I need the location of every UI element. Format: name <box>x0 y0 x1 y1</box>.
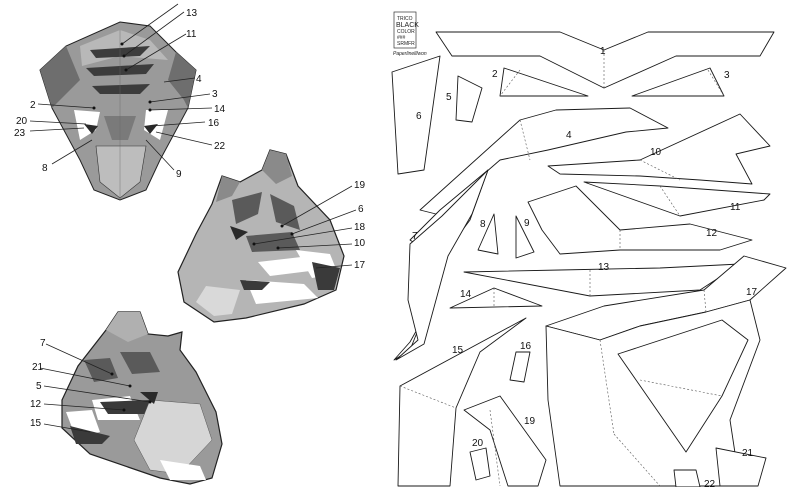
piece-label-12: 12 <box>706 228 718 239</box>
front-label-22: 22 <box>214 141 226 152</box>
front-label-20: 20 <box>16 116 28 127</box>
side-label-17: 17 <box>354 260 366 271</box>
front-label-8: 8 <box>42 163 48 174</box>
front-label-11: 11 <box>186 29 197 40</box>
piece-label-2: 2 <box>492 69 498 80</box>
piece-label-20: 20 <box>472 438 484 449</box>
color-sticker: TRICO BLACK COLOR ### SRMFR Paperlinelll… <box>393 11 427 57</box>
piece-label-4: 4 <box>566 130 572 141</box>
piece-label-22: 22 <box>704 479 716 487</box>
front-label-3: 3 <box>212 89 218 100</box>
front-view-label-group: 13 11 4 3 14 16 22 9 8 23 20 2 <box>14 8 226 180</box>
side-label-10: 10 <box>354 238 366 249</box>
piece-label-15: 15 <box>452 345 464 356</box>
tq-label-15: 15 <box>30 418 42 429</box>
piece-number-group: 1 2 3 5 6 4 10 11 7 8 9 12 13 14 17 15 1… <box>412 46 758 487</box>
tq-label-12: 12 <box>30 399 42 410</box>
side-label-6: 6 <box>358 204 364 215</box>
piece-label-6: 6 <box>416 111 422 122</box>
piece-label-16: 16 <box>520 341 532 352</box>
front-label-23: 23 <box>14 128 26 139</box>
three-quarter-label-group: 7 21 5 12 15 <box>30 338 46 429</box>
piece-label-17: 17 <box>746 287 758 298</box>
piece-label-14: 14 <box>460 289 472 300</box>
svg-text:TRICO: TRICO <box>397 16 413 22</box>
piece-label-10: 10 <box>650 147 662 158</box>
piece-label-21: 21 <box>742 448 754 459</box>
tiger-side-view <box>177 149 345 323</box>
side-label-18: 18 <box>354 222 366 233</box>
front-label-4: 4 <box>196 74 202 85</box>
piece-label-13: 13 <box>598 262 610 273</box>
side-view-label-group: 19 6 18 10 17 <box>354 180 366 271</box>
piece-label-3: 3 <box>724 70 730 81</box>
svg-text:###: ### <box>397 35 406 41</box>
piece-label-7: 7 <box>412 231 418 242</box>
tiger-front-view <box>39 21 197 201</box>
piece-label-1: 1 <box>600 46 606 57</box>
tq-label-21: 21 <box>32 362 44 373</box>
front-view-leaders <box>29 3 213 171</box>
side-view-leaders <box>252 185 357 269</box>
piece-label-5: 5 <box>446 92 452 103</box>
piece-label-11: 11 <box>730 202 741 213</box>
svg-text:SRMFR: SRMFR <box>397 41 415 47</box>
tiger-three-quarter-view <box>61 311 223 485</box>
front-label-14: 14 <box>214 104 226 115</box>
piece-label-19: 19 <box>524 416 536 427</box>
front-label-2: 2 <box>30 100 36 111</box>
svg-text:COLOR: COLOR <box>397 29 415 35</box>
front-label-16: 16 <box>208 118 220 129</box>
tq-label-5: 5 <box>36 381 42 392</box>
svg-text:BLACK: BLACK <box>396 22 419 29</box>
piece-label-9: 9 <box>524 218 530 229</box>
side-label-19: 19 <box>354 180 366 191</box>
piece-label-8: 8 <box>480 219 486 230</box>
three-quarter-leaders <box>39 343 152 433</box>
tq-label-7: 7 <box>40 338 46 349</box>
front-label-13: 13 <box>186 8 198 19</box>
signature: Paperlinelllwon <box>393 51 427 57</box>
unfolded-pattern <box>391 31 787 487</box>
front-label-9: 9 <box>176 169 182 180</box>
